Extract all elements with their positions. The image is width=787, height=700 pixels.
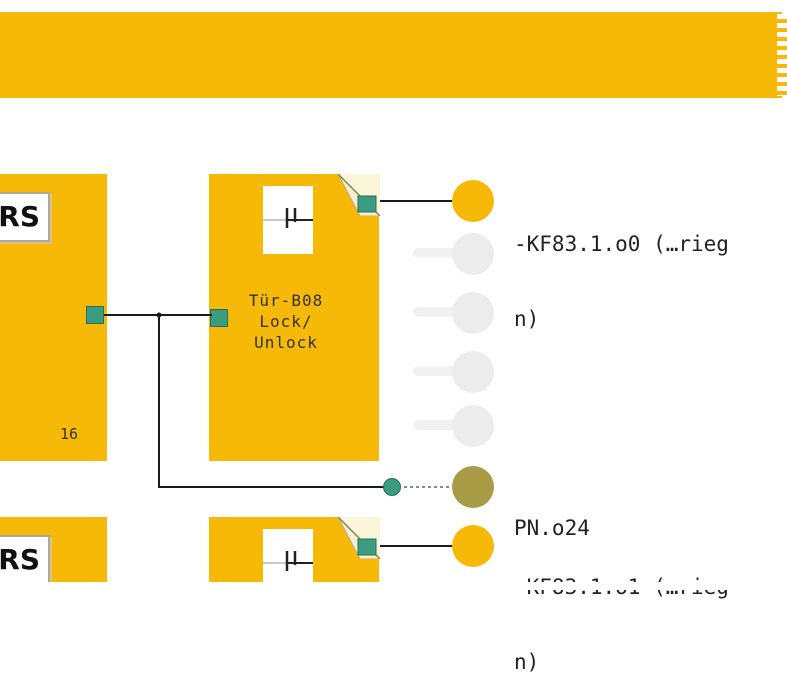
contact-box-top — [263, 186, 313, 254]
output-circle-pn[interactable] — [452, 466, 494, 508]
ghost-output — [452, 292, 494, 334]
output-label-o1-line2: n) — [514, 650, 540, 674]
output-label-o1: -KF83.1.o1 (…rieg n) — [514, 525, 729, 700]
output-circle-o1[interactable] — [452, 525, 494, 567]
rs-label-box-bottom: RS — [0, 535, 50, 585]
ghost-wire — [413, 420, 473, 430]
lock-label-line2: Lock/ — [259, 312, 313, 331]
output-label-o0-line2: n) — [514, 307, 540, 331]
header-banner — [0, 12, 782, 98]
lock-input-port[interactable] — [210, 309, 228, 327]
lock-label-line3: Unlock — [254, 333, 318, 352]
ghost-wire — [413, 366, 473, 376]
ghost-output — [452, 351, 494, 393]
contact-no-icon — [263, 208, 313, 228]
contact-box-bottom — [263, 529, 313, 587]
wiring-layer — [104, 200, 454, 547]
block-number: 16 — [60, 425, 79, 443]
rs-label-top: RS — [0, 200, 40, 233]
corner-fold-icon — [338, 174, 380, 216]
ghost-output — [452, 405, 494, 447]
ghost-wire — [413, 248, 473, 258]
rs-label-box-top: RS — [0, 192, 50, 242]
pn-junction[interactable] — [383, 478, 401, 496]
output-label-o0-line1: -KF83.1.o0 (…rieg — [514, 232, 729, 256]
output-label-pn-line1: PN.o24 — [514, 516, 590, 540]
output-label-o0: -KF83.1.o0 (…rieg n) — [514, 182, 729, 357]
output-label-pn: PN.o24 — [514, 466, 590, 566]
corner-fold-icon — [338, 517, 380, 559]
ghost-output — [452, 233, 494, 275]
rs-label-bottom: RS — [0, 543, 40, 576]
output-circle-o0[interactable] — [452, 180, 494, 222]
lock-block-label: Tür-B08 Lock/ Unlock — [236, 290, 336, 353]
contact-no-icon — [263, 551, 313, 571]
ghost-wire — [413, 307, 473, 317]
banner-edge — [777, 14, 787, 96]
bottom-edge — [0, 582, 787, 590]
rs-output-port[interactable] — [86, 306, 104, 324]
lock-label-line1: Tür-B08 — [248, 291, 324, 310]
